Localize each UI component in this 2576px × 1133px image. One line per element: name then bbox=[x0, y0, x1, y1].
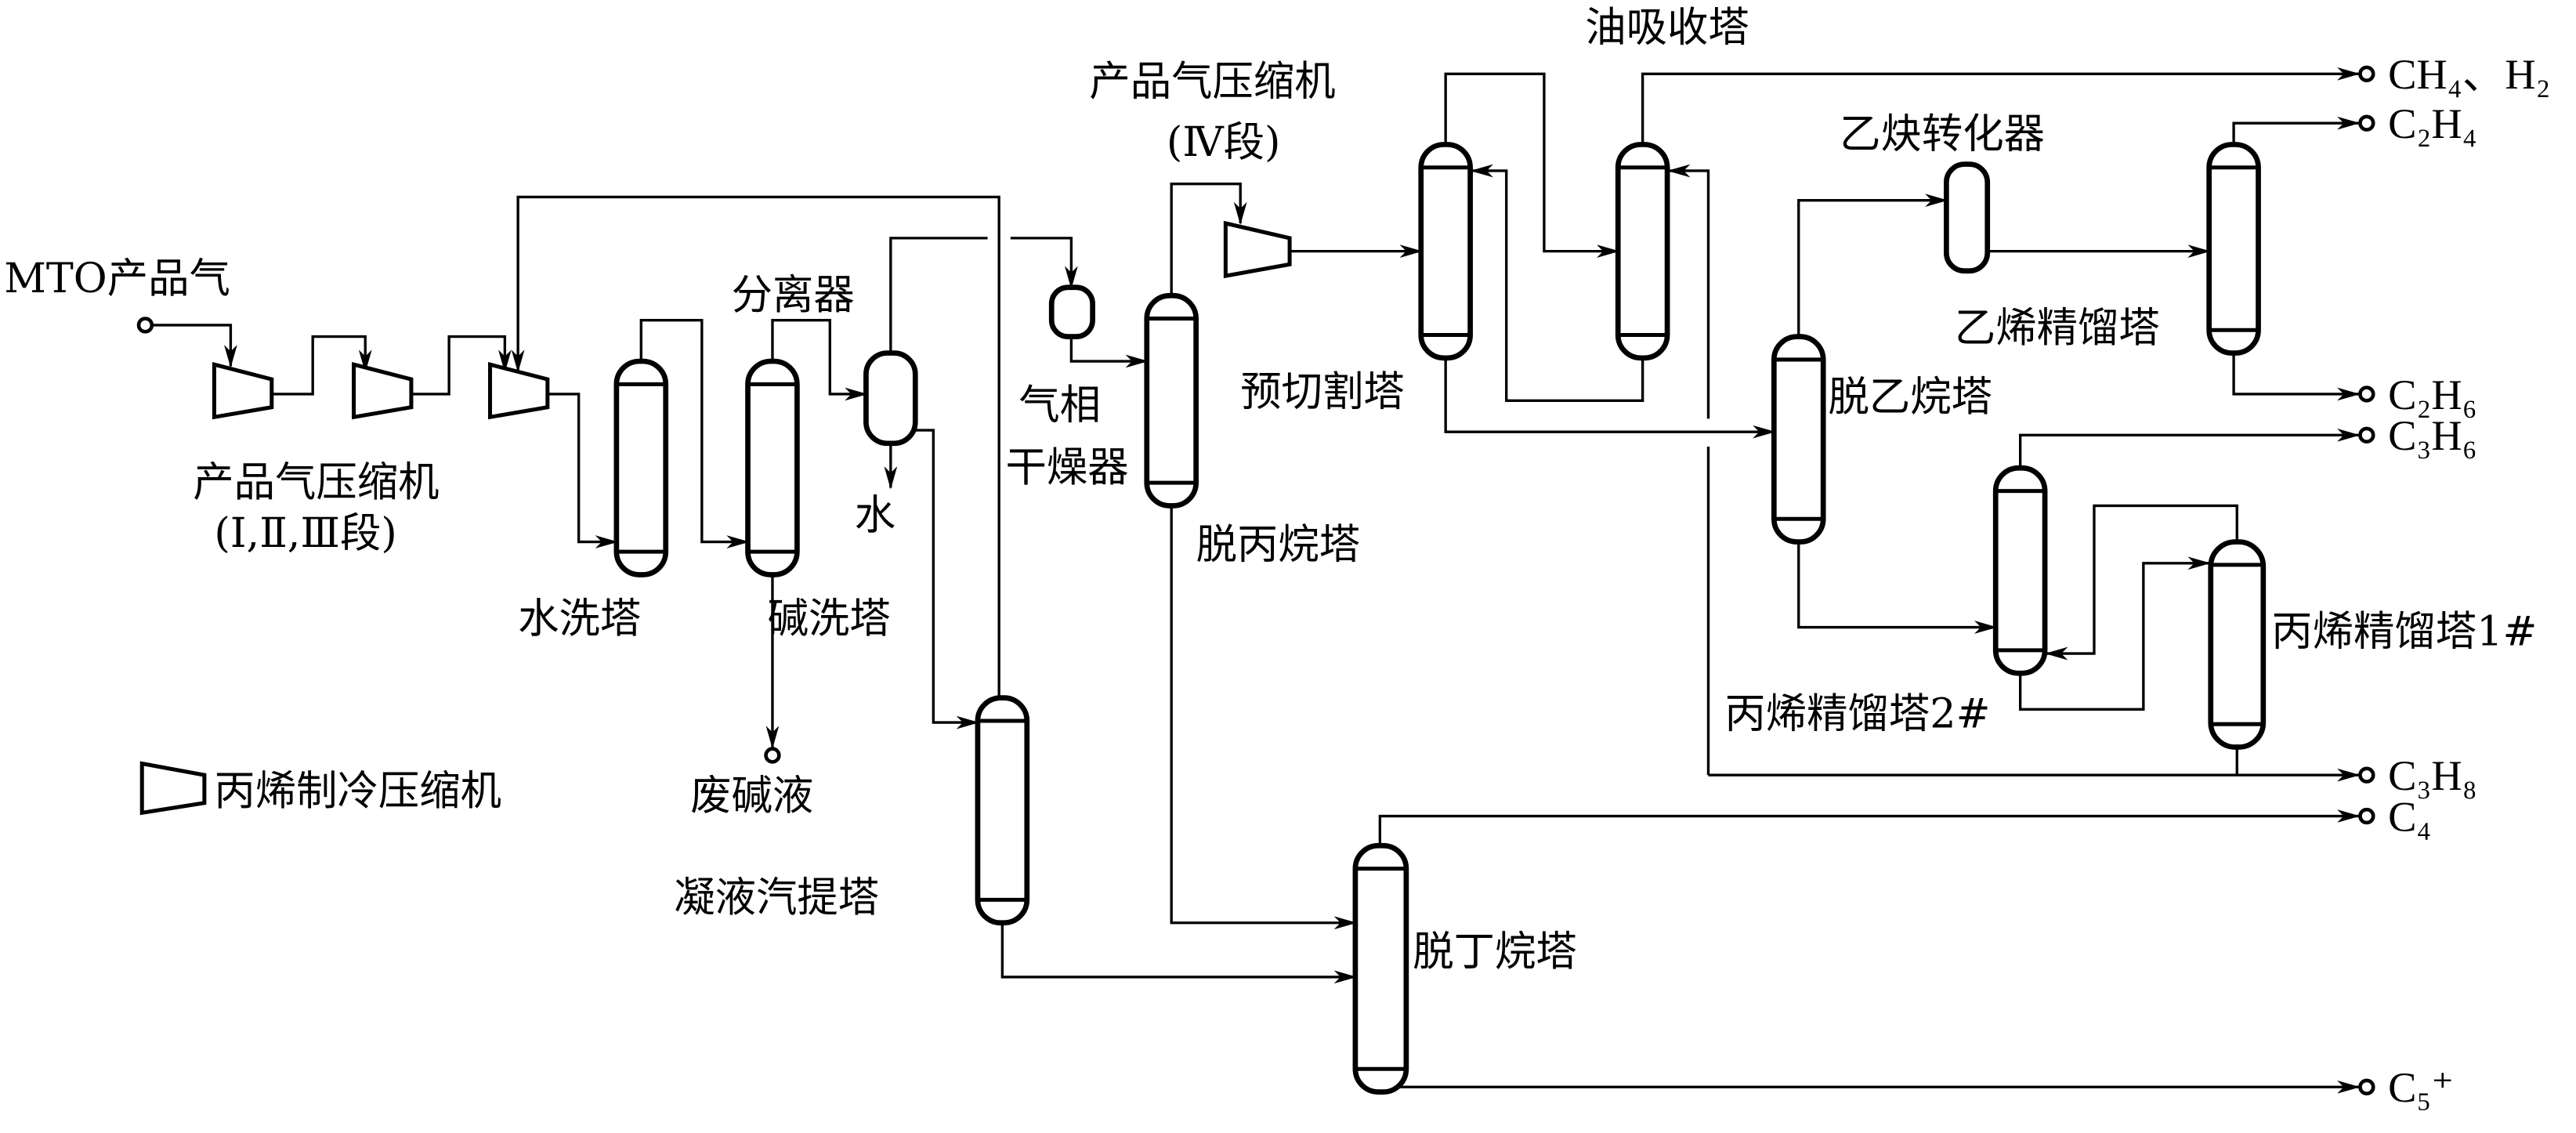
stripper-bottoms-line bbox=[1000, 922, 1358, 984]
product-c4-label: C₄ bbox=[2388, 792, 2431, 840]
precut-label: 预切割塔 bbox=[1240, 368, 1405, 416]
propylene-fractionator-2-label: 丙烯精馏塔2# bbox=[1724, 690, 1990, 737]
caustic-wash-label: 碱洗塔 bbox=[768, 595, 891, 643]
deethanizer-overhead-line bbox=[1797, 194, 1948, 337]
feed-label: MTO产品气 bbox=[4, 255, 230, 302]
vessels bbox=[613, 142, 2267, 1095]
legend-label: 丙烯制冷压缩机 bbox=[214, 767, 501, 815]
water-label: 水 bbox=[855, 491, 895, 539]
c4-point-icon bbox=[2358, 807, 2375, 825]
product-c3h6-label: C₃H₆ bbox=[2388, 411, 2477, 459]
propylene-fractionator-2-tower bbox=[1992, 465, 2048, 676]
compressor-4-stage-label: (Ⅳ段) bbox=[1167, 118, 1281, 166]
compressor-123-label: 产品气压缩机 bbox=[193, 458, 439, 506]
labels: MTO产品气 产品气压缩机 (Ⅰ,Ⅱ,Ⅲ段) 产品气压缩机 (Ⅳ段) 水洗塔 碱… bbox=[4, 3, 2550, 1111]
separator-overhead-line-b bbox=[1010, 237, 1078, 289]
depropanizer-overhead-line bbox=[1170, 183, 1247, 296]
c2-to-c3-line bbox=[411, 335, 512, 396]
stripper-recycle-line bbox=[511, 195, 1000, 698]
separator-to-stripper-line bbox=[915, 429, 980, 729]
dryer-label-line1: 气相 bbox=[1018, 381, 1101, 429]
separator-vessel bbox=[863, 350, 918, 447]
propylene-fractionator-1-tower bbox=[2208, 539, 2267, 750]
oil-absorber-bottoms-line bbox=[1470, 164, 1644, 403]
compressor-123-stage-label: (Ⅰ,Ⅱ,Ⅲ段) bbox=[214, 509, 396, 557]
condensate-stripper-label: 凝液汽提塔 bbox=[674, 874, 879, 921]
c5-point-icon bbox=[2358, 1078, 2375, 1096]
oil-absorber-tower bbox=[1615, 142, 1670, 361]
c3-to-water-wash-line bbox=[547, 393, 618, 548]
spent-caustic-point-icon bbox=[764, 747, 781, 764]
depropanizer-bottoms-line bbox=[1170, 505, 1358, 930]
depropanizer-label: 脱丙烷塔 bbox=[1196, 521, 1361, 569]
c2h4-point-icon bbox=[2358, 114, 2375, 132]
product-ch4-h2-label: CH₄、H₂ bbox=[2388, 50, 2550, 98]
precut-tower bbox=[1418, 142, 1473, 361]
caustic-wash-tower bbox=[745, 358, 800, 577]
compressor-stage-3-icon bbox=[487, 361, 550, 420]
water-wash-tower bbox=[613, 358, 669, 577]
caustic-to-separator-line bbox=[771, 318, 868, 401]
product-c2h4-label: C₂H₄ bbox=[2388, 100, 2477, 147]
deethanizer-label: 脱乙烷塔 bbox=[1828, 373, 1992, 421]
compressor-stage-4-icon bbox=[1223, 220, 1292, 279]
deethanizer-bottoms-line bbox=[1797, 541, 1998, 634]
streams bbox=[151, 67, 2361, 1094]
gas-dryer-vessel bbox=[1048, 284, 1095, 339]
propylene-product-line bbox=[2018, 428, 2361, 469]
c3h8-point-icon bbox=[2358, 766, 2375, 784]
ethane-product-line bbox=[2232, 353, 2361, 401]
debutanizer-label: 脱丁烷塔 bbox=[1413, 928, 1577, 976]
debutanizer-tower bbox=[1352, 842, 1409, 1095]
dryer-to-depropanizer-line bbox=[1069, 336, 1149, 368]
oil-absorber-label: 油吸收塔 bbox=[1585, 3, 1749, 51]
product-c2h6-label: C₂H₆ bbox=[2388, 371, 2477, 418]
separator-label: 分离器 bbox=[732, 271, 855, 319]
acetylene-converter-label: 乙炔转化器 bbox=[1840, 110, 2045, 158]
product-c3h8-label: C₃H₈ bbox=[2388, 751, 2477, 799]
compressors bbox=[139, 220, 1292, 816]
dryer-label-line2: 干燥器 bbox=[1006, 443, 1129, 491]
c2h6-point-icon bbox=[2358, 386, 2375, 403]
p1-to-p2-line bbox=[2045, 504, 2238, 661]
water-wash-to-caustic-line bbox=[639, 318, 750, 548]
ch4-h2-point-icon bbox=[2358, 65, 2375, 82]
propylene-fractionator-1-label: 丙烯精馏塔1# bbox=[2271, 608, 2537, 656]
ethylene-fractionator-label: 乙烯精馏塔 bbox=[1955, 304, 2160, 352]
water-wash-label: 水洗塔 bbox=[518, 595, 641, 643]
acetylene-converter-vessel bbox=[1944, 161, 1991, 274]
compressor-stage-1-icon bbox=[212, 361, 274, 420]
spent-caustic-label: 废碱液 bbox=[690, 772, 813, 820]
separator-overhead-line-a bbox=[889, 237, 988, 353]
legend-compressor-icon bbox=[139, 761, 207, 816]
product-c5plus-label: C₅⁺ bbox=[2388, 1063, 2454, 1111]
deethanizer-tower bbox=[1771, 334, 1826, 545]
c1-to-c2-line bbox=[271, 335, 372, 396]
terminals bbox=[136, 65, 2375, 1096]
p2-to-p1-line bbox=[2018, 556, 2211, 711]
compressor-4-label: 产品气压缩机 bbox=[1089, 58, 1335, 106]
compressor-stage-2-icon bbox=[352, 361, 414, 420]
propane-absorbent-line-upper bbox=[1667, 164, 1710, 419]
ethylene-product-line bbox=[2232, 116, 2361, 145]
precut-overhead-line bbox=[1444, 72, 1620, 259]
feed-point-icon bbox=[136, 317, 154, 334]
c3h6-point-icon bbox=[2358, 426, 2375, 444]
precut-bottoms-line bbox=[1444, 357, 1776, 439]
c5-product-line bbox=[1378, 1080, 2361, 1094]
c4-product-line bbox=[1378, 809, 2361, 846]
depropanizer-tower bbox=[1144, 292, 1199, 509]
oil-absorber-overhead-line bbox=[1641, 67, 2361, 145]
ethylene-fractionator-tower bbox=[2206, 142, 2261, 356]
condensate-stripper-tower bbox=[975, 695, 1030, 926]
feed-line bbox=[151, 324, 237, 368]
